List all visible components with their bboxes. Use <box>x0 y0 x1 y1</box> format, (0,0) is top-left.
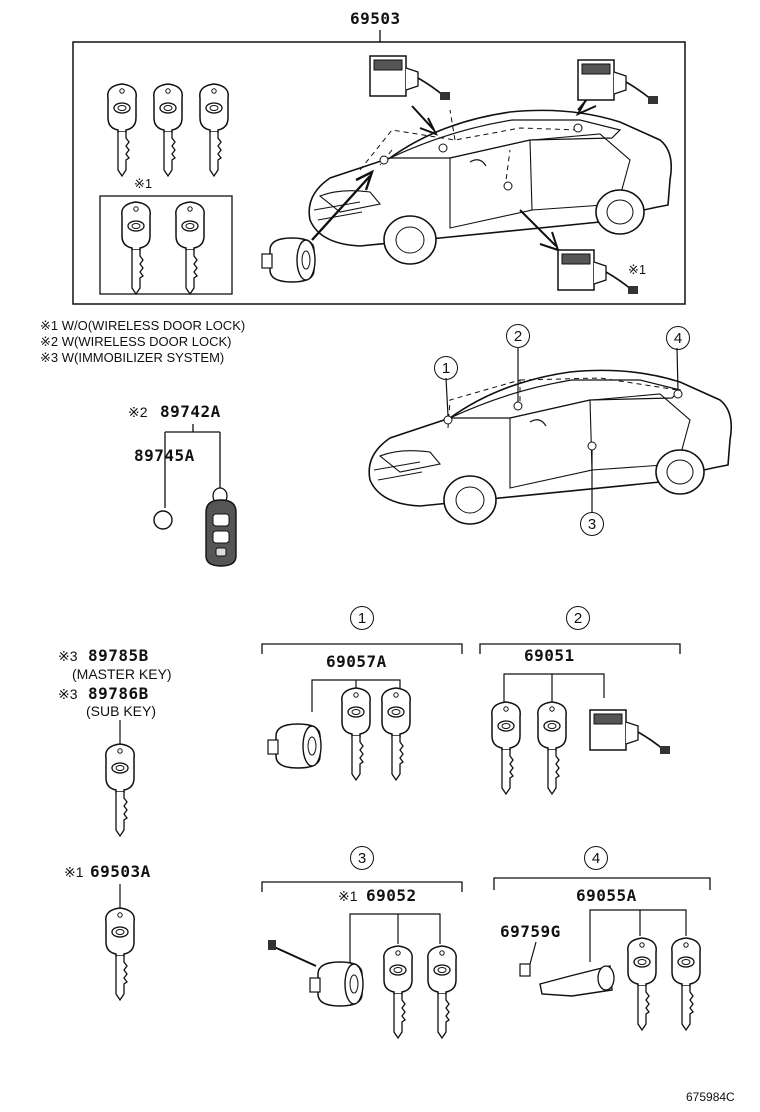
label-69051: 69051 <box>524 646 575 665</box>
callout-4: 4 <box>666 326 690 350</box>
key-3 <box>199 83 229 177</box>
note-sub-key: (SUB KEY) <box>86 703 157 719</box>
diagram-code: 675984C <box>686 1090 735 1104</box>
label-69057a: 69057A <box>326 652 387 671</box>
section-callout-3: 3 <box>350 846 374 870</box>
label-69503: 69503 <box>350 9 401 28</box>
label-69759g: 69759G <box>500 922 561 941</box>
key-5 <box>175 201 205 295</box>
section1-key-b <box>381 687 411 781</box>
label-69052: 69052 <box>366 886 417 905</box>
label-69503a: 69503A <box>90 862 151 881</box>
key-4 <box>121 201 151 295</box>
label-89786b: 89786B <box>88 684 149 703</box>
label-69055a: 69055A <box>576 886 637 905</box>
section2-key-b <box>537 701 567 795</box>
note-master-key: (MASTER KEY) <box>72 666 172 682</box>
footnote-2: ※2 W(WIRELESS DOOR LOCK) <box>40 334 232 349</box>
footnote-3: ※3 W(IMMOBILIZER SYSTEM) <box>40 350 225 365</box>
mark-69052: ※1 <box>338 888 358 904</box>
trunk-lock-top <box>369 55 451 101</box>
battery <box>153 510 173 530</box>
callout-1: 1 <box>434 356 458 380</box>
inset-mark: ※1 <box>134 176 153 191</box>
door-lock-cylinder-front <box>589 709 671 755</box>
footnote-1: ※1 W/O(WIRELESS DOOR LOCK) <box>40 318 246 333</box>
trunk-lock-cylinder <box>519 963 615 997</box>
ignition-cylinder-top <box>261 237 316 283</box>
transmitter <box>205 487 237 567</box>
set-69503-frame <box>72 41 686 305</box>
door-mark: ※1 <box>628 262 647 277</box>
label-89745a: 89745A <box>134 446 195 465</box>
door-lock-cylinder-rear <box>268 940 364 1007</box>
section3-key-b <box>427 945 457 1039</box>
section-callout-1: 1 <box>350 606 374 630</box>
glovebox-lock-top <box>577 59 659 105</box>
label-89742a: 89742A <box>160 402 221 421</box>
section1-key-a <box>341 687 371 781</box>
ignition-cylinder <box>267 723 322 769</box>
section-callout-2: 2 <box>566 606 590 630</box>
section4-key-a <box>627 937 657 1031</box>
mark-89742a: ※2 <box>128 404 148 420</box>
section4-key-b <box>671 937 701 1031</box>
immobilizer-key <box>105 743 135 837</box>
car-top <box>308 109 673 265</box>
callout-2: 2 <box>506 324 530 348</box>
label-89785b: 89785B <box>88 646 149 665</box>
key-1 <box>107 83 137 177</box>
door-lock-top <box>557 249 639 295</box>
callout-3: 3 <box>580 512 604 536</box>
section-callout-4: 4 <box>584 846 608 870</box>
section2-key-a <box>491 701 521 795</box>
mark-89785b: ※3 <box>58 648 78 664</box>
mark-69503a: ※1 <box>64 864 84 880</box>
section3-key-a <box>383 945 413 1039</box>
mark-89786b: ※3 <box>58 686 78 702</box>
wireless-less-key <box>105 907 135 1001</box>
inset-keys-frame <box>99 195 233 295</box>
key-2 <box>153 83 183 177</box>
